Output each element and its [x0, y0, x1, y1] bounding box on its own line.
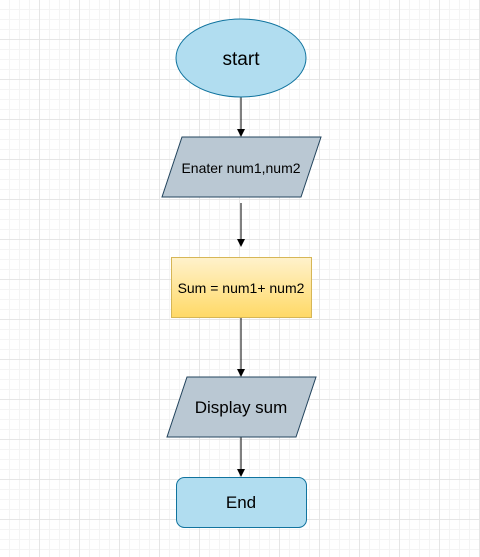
edge-process-to-output — [237, 318, 245, 377]
output-node-label: Display sum — [195, 398, 288, 417]
start-node-label: start — [223, 49, 261, 70]
start-node[interactable]: start — [175, 18, 307, 98]
output-node[interactable]: Display sum — [166, 376, 317, 438]
process-node[interactable]: Sum = num1+ num2 — [171, 257, 312, 318]
input-node[interactable]: Enater num1,num2 — [161, 136, 322, 198]
edge-input-to-process — [237, 203, 245, 247]
edge-start-to-input — [237, 97, 245, 137]
process-node-label: Sum = num1+ num2 — [178, 280, 305, 296]
end-node-label: End — [226, 493, 256, 512]
input-node-label: Enater num1,num2 — [181, 160, 300, 176]
end-node[interactable]: End — [176, 477, 307, 528]
